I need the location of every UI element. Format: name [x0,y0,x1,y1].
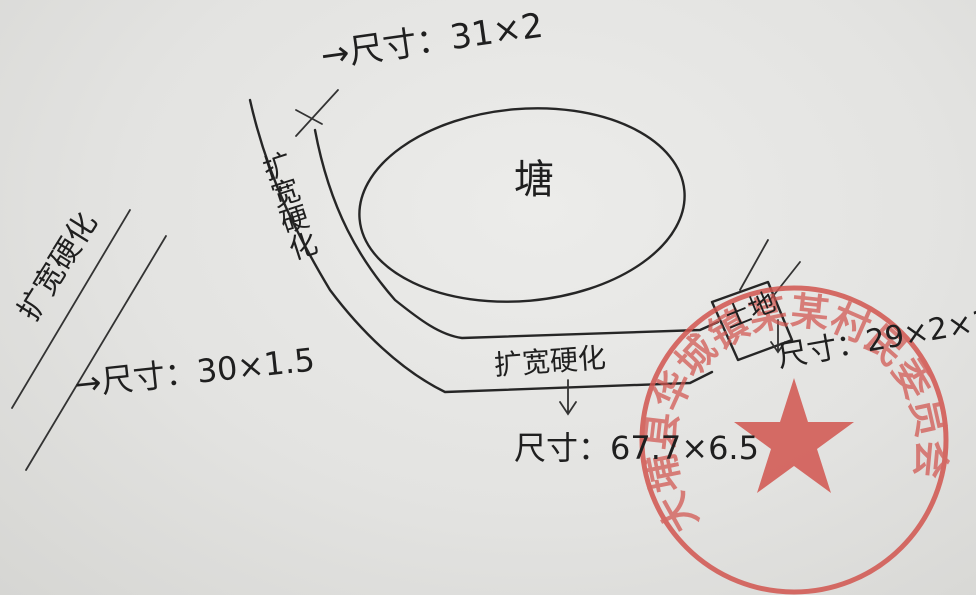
site-diagonal-2 [769,261,801,301]
right-dim-arrow [770,319,786,354]
dim-bottom-label: 尺寸：67.7×6.5 [514,429,759,467]
pond-label: 塘 [514,157,554,203]
left-road-edge-inner [25,235,167,471]
road-inner-edge [313,128,720,340]
seal-ring [639,285,949,595]
site-parcel-box [710,280,794,362]
pond-outline [358,107,686,303]
top-dim-tick-cross [295,109,323,125]
left-road-edge-outer [11,209,131,409]
bottom-dim-arrow [559,379,577,416]
site-diagonal-1 [739,239,769,291]
seal-star-icon [734,378,854,493]
top-dim-tick [295,89,339,137]
widen-harden-bottom-label: 扩宽硬化 [492,341,607,382]
road-outer-edge [248,98,714,394]
